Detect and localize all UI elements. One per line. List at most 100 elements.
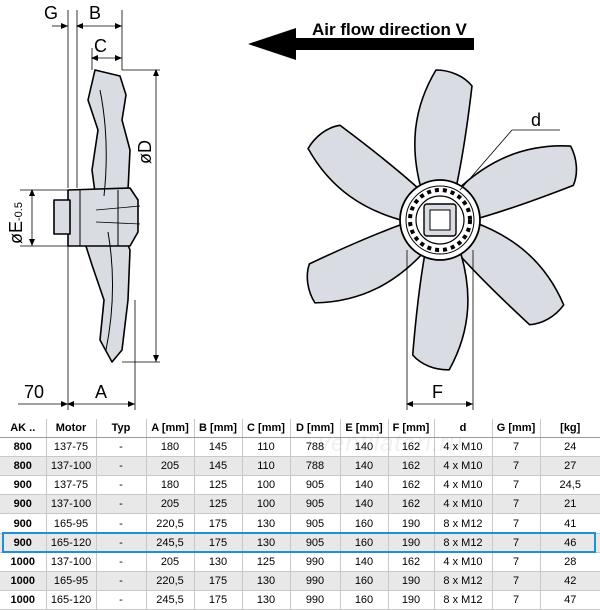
label-diameter-d: øD [135,140,155,164]
table-cell: 7 [492,571,541,591]
side-dimensions [18,10,160,410]
table-cell: 4 x M10 [434,475,493,496]
table-cell: - [96,571,147,591]
table-cell: 900 [0,494,47,515]
column-header: [kg] [540,419,600,439]
table-cell: 7 [492,475,541,496]
table-cell: 8 x M12 [434,571,493,591]
table-cell: 900 [0,475,47,496]
table-cell: 7 [492,437,541,458]
table-cell: 990 [290,552,341,572]
front-blade [455,221,565,326]
table-cell: 800 [0,437,47,458]
table-cell: 165-95 [46,513,97,534]
table-cell: 162 [388,437,435,458]
table-cell: - [96,513,147,534]
table-cell: - [96,456,147,477]
table-cell: 137-75 [46,475,97,496]
fan-front-view [306,69,578,371]
table-cell: 137-100 [46,456,97,477]
table-cell: 110 [242,437,291,458]
table-cell: 162 [388,552,435,572]
table-cell: 7 [492,552,541,572]
table-cell: 125 [194,475,243,496]
table-cell: 41 [540,513,600,534]
table-cell: 905 [290,513,341,534]
column-header: d [434,419,493,439]
table-cell: 160 [340,533,389,553]
table-cell: 180 [146,475,195,496]
table-cell: 130 [194,552,243,572]
fan-side-view [53,69,139,363]
table-cell: 1000 [0,552,47,572]
table-cell: 162 [388,456,435,477]
column-header: G [mm] [492,419,541,439]
table-cell: 180 [146,437,195,458]
table-cell: 7 [492,494,541,515]
column-header: Motor [46,419,97,439]
table-cell: 21 [540,494,600,515]
label-seventy: 70 [24,382,44,402]
table-cell: 140 [340,437,389,458]
label-g: G [44,3,58,23]
table-cell: 130 [242,590,291,610]
column-header: C [mm] [242,419,291,439]
side-hub [67,187,139,247]
table-cell: 175 [194,590,243,610]
table-cell: 905 [290,533,341,553]
table-cell: 110 [242,456,291,477]
column-header: A [mm] [146,419,195,439]
table-cell: 165-120 [46,590,97,610]
table-cell: 220,5 [146,513,195,534]
table-cell: 7 [492,533,541,553]
table-cell: 145 [194,456,243,477]
table-cell: 1000 [0,571,47,591]
table-cell: 175 [194,513,243,534]
column-header: F [mm] [388,419,435,439]
table-cell: 175 [194,571,243,591]
table-cell: 125 [194,494,243,515]
table-cell: 788 [290,437,341,458]
column-header: AK .. [0,419,47,439]
table-cell: 27 [540,456,600,477]
table-cell: 205 [146,552,195,572]
table-cell: 137-100 [46,494,97,515]
table-cell: 137-100 [46,552,97,572]
table-cell: 245,5 [146,533,195,553]
label-diameter-e: øE-0.5 [6,202,26,244]
table-cell: 130 [242,533,291,553]
table-cell: - [96,533,147,553]
table-cell: 140 [340,494,389,515]
table-cell: - [96,475,147,496]
table-cell: 8 x M12 [434,533,493,553]
table-cell: 165-95 [46,571,97,591]
table-cell: 4 x M10 [434,494,493,515]
table-cell: 1000 [0,590,47,610]
table-cell: 24,5 [540,475,600,496]
side-blade-upper [87,69,131,201]
table-cell: 900 [0,533,47,553]
table-cell: 800 [0,456,47,477]
table-cell: 160 [340,513,389,534]
table-cell: 130 [242,513,291,534]
table-cell: 220,5 [146,571,195,591]
table-cell: 125 [242,552,291,572]
column-header: Typ [96,419,147,439]
table-cell: 140 [340,456,389,477]
table-cell: 4 x M10 [434,552,493,572]
airflow-arrow: Air flow direction V [248,20,474,60]
table-cell: 205 [146,456,195,477]
table-cell: 4 x M10 [434,437,493,458]
label-a: A [95,382,107,402]
airflow-label: Air flow direction V [312,20,468,39]
table-cell: 905 [290,475,341,496]
table-cell: 162 [388,494,435,515]
column-header: B [mm] [194,419,243,439]
label-c: C [94,36,107,56]
table-cell: 160 [340,590,389,610]
front-blade [455,145,578,220]
